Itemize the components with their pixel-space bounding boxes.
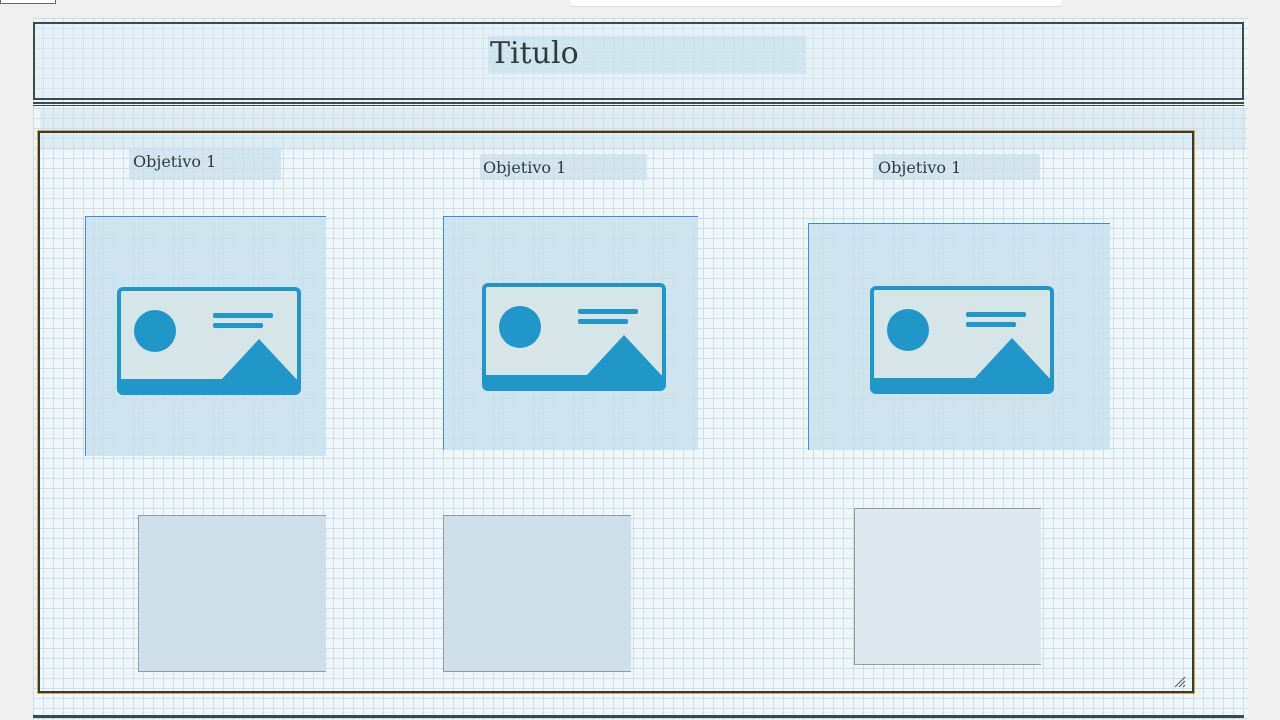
content-box-3[interactable] [854, 508, 1041, 665]
header-band [40, 108, 1246, 150]
content-frame[interactable] [37, 130, 1195, 694]
objective-label-1[interactable]: Objetivo 1 [133, 152, 217, 171]
objective-highlight-2 [480, 154, 647, 180]
title-text-highlight [488, 36, 806, 74]
title-frame[interactable] [33, 22, 1244, 100]
content-box-1[interactable] [138, 515, 326, 672]
page-title[interactable]: Titulo [490, 36, 579, 71]
image-placeholder-icon [482, 283, 666, 391]
content-box-2[interactable] [443, 515, 631, 672]
objective-label-2[interactable]: Objetivo 1 [483, 158, 567, 177]
bottom-divider-line [33, 715, 1244, 718]
image-placeholder-icon [117, 287, 301, 395]
objective-highlight-3 [873, 154, 1040, 180]
image-frame-3[interactable] [808, 223, 1110, 450]
image-frame-1[interactable] [85, 216, 326, 456]
resize-grip-icon[interactable] [1172, 674, 1186, 688]
objective-highlight-1 [129, 148, 281, 180]
top-toolbar-strip [570, 0, 1062, 6]
image-placeholder-icon [870, 286, 1054, 394]
top-toolbar-tab[interactable] [0, 0, 56, 4]
objective-label-3[interactable]: Objetivo 1 [878, 158, 962, 177]
top-divider-line [33, 102, 1244, 106]
image-frame-2[interactable] [443, 216, 698, 450]
